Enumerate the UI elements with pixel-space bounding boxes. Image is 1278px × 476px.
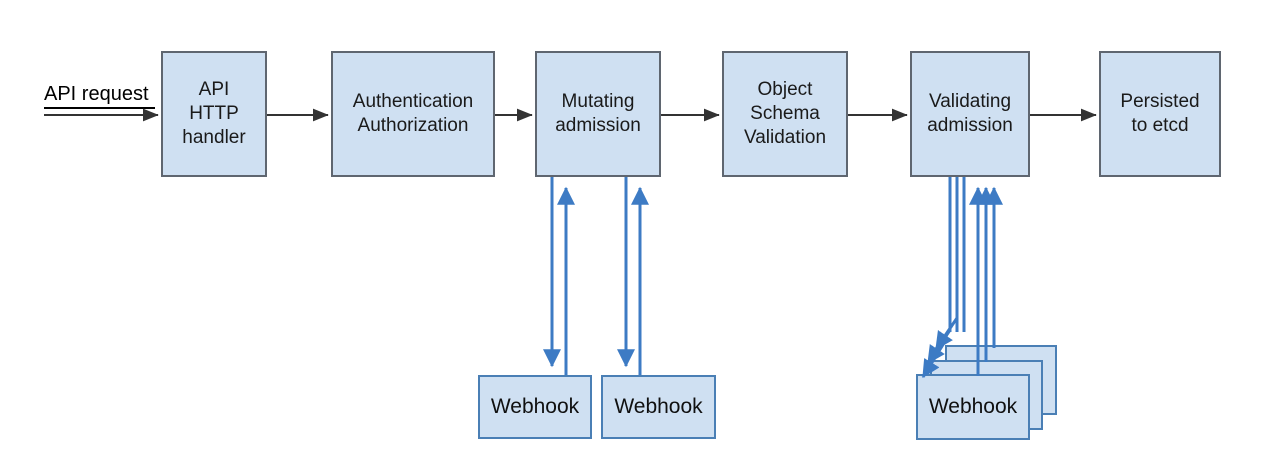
webhook-box-mutating-1[interactable]: Webhook: [478, 375, 592, 439]
stage-label-object-schema-validation: Object Schema Validation: [743, 78, 827, 149]
stage-label-validating-admission: Validating admission: [927, 90, 1013, 136]
stage-label-mutating-admission: Mutating admission: [555, 90, 641, 136]
stage-box-api-http-handler[interactable]: API HTTP handler: [161, 51, 267, 177]
stage-box-object-schema-validation[interactable]: Object Schema Validation: [722, 51, 848, 177]
stage-box-authentication-authorization[interactable]: Authentication Authorization: [331, 51, 495, 177]
webhook-label-mutating-1: Webhook: [490, 395, 580, 418]
webhook-label-validating-1: Webhook: [928, 395, 1018, 418]
webhook-box-validating-1[interactable]: Webhook: [916, 374, 1030, 440]
stage-label-api-http-handler: API HTTP handler: [182, 78, 246, 149]
stage-box-persisted-to-etcd[interactable]: Persisted to etcd: [1099, 51, 1221, 177]
stage-label-authentication-authorization: Authentication Authorization: [352, 90, 474, 136]
entry-label-api-request: API request: [44, 83, 149, 105]
stage-box-mutating-admission[interactable]: Mutating admission: [535, 51, 661, 177]
webhook-label-mutating-2: Webhook: [614, 395, 703, 418]
stage-label-persisted-to-etcd: Persisted to etcd: [1120, 90, 1200, 136]
stage-box-validating-admission[interactable]: Validating admission: [910, 51, 1030, 177]
webhook-box-mutating-2[interactable]: Webhook: [601, 375, 716, 439]
